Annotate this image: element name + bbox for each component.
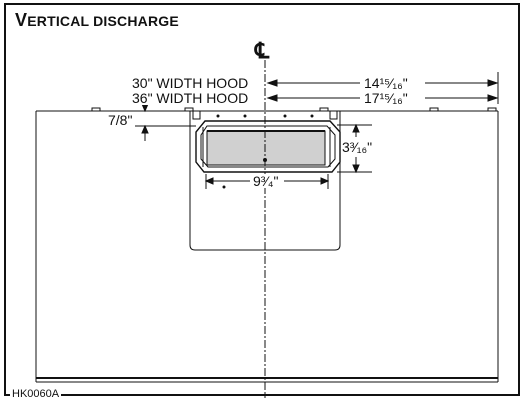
dim-height-label: 3³⁄₁₆": [342, 139, 373, 155]
hood-30-dimension: 14¹⁵⁄₁₆": [364, 75, 408, 91]
dim-height-arrow: [337, 123, 372, 174]
dim-width-arrow: [204, 174, 330, 189]
damper-opening: [195, 120, 341, 189]
hood-36-label: 36" WIDTH HOOD: [132, 90, 249, 106]
hood-body: [35, 107, 499, 383]
drawing-frame: [4, 3, 520, 396]
drawing-code: HK0060A: [10, 388, 62, 400]
hood-36-dimension: 17¹⁵⁄₁₆": [364, 90, 408, 106]
dim-36-arrow: [266, 94, 499, 102]
dim-width-label: 9³⁄₄": [253, 173, 279, 189]
dim-7-8-label: 7/8": [108, 112, 133, 128]
hood-30-label: 30" WIDTH HOOD: [132, 75, 249, 91]
centerline-symbol: ℄: [255, 38, 270, 63]
diagram-title: VERTICAL DISCHARGE: [15, 10, 179, 30]
dim-30-arrow: [266, 79, 499, 87]
dim-7-8-arrow: [135, 103, 196, 141]
